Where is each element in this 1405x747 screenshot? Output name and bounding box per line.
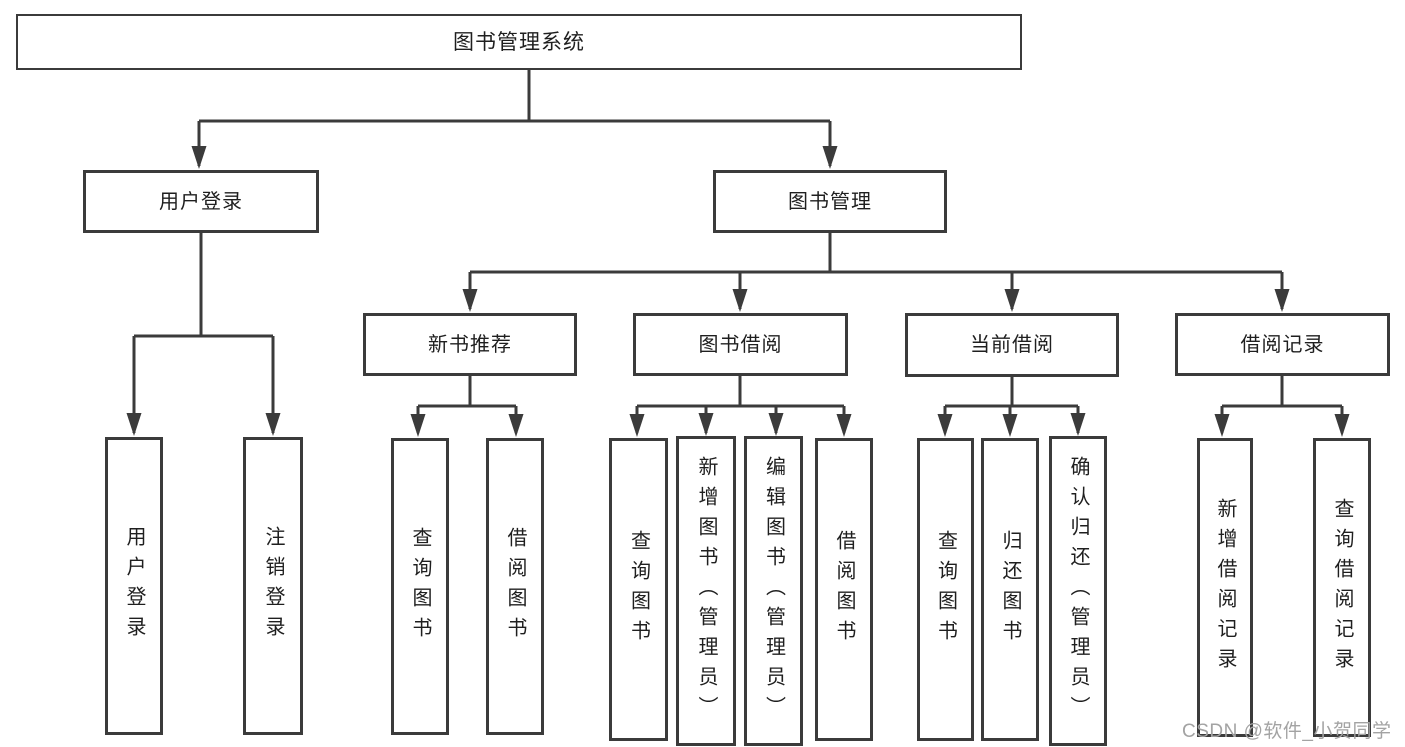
arrow-down-icon: [768, 413, 784, 436]
node-user-login: 用户登录: [83, 170, 319, 233]
leaf-cb-confirm-return-admin: 确认归还（管理员）: [1049, 436, 1107, 746]
arrow-down-icon: [732, 289, 748, 312]
arrow-down-icon: [1274, 289, 1290, 312]
arrowhead-icons: [126, 146, 1350, 437]
arrow-down-icon: [265, 413, 281, 436]
leaf-nbr-query-book: 查询图书: [391, 438, 449, 735]
leaf-bb-query-book: 查询图书: [609, 438, 668, 741]
leaf-br-add-record: 新增借阅记录: [1197, 438, 1253, 737]
arrow-down-icon: [1002, 414, 1018, 437]
connector-paths: [132, 70, 1344, 433]
arrow-down-icon: [1334, 414, 1350, 437]
arrow-down-icon: [410, 414, 426, 437]
node-current-borrow: 当前借阅: [905, 313, 1119, 377]
leaf-bb-add-book-admin: 新增图书（管理员）: [676, 436, 736, 746]
node-borrow-record: 借阅记录: [1175, 313, 1390, 376]
leaf-cb-return-book: 归还图书: [981, 438, 1039, 741]
leaf-cb-query-book: 查询图书: [917, 438, 974, 741]
arrow-down-icon: [1004, 289, 1020, 312]
arrow-down-icon: [836, 414, 852, 437]
leaf-bb-borrow-book: 借阅图书: [815, 438, 873, 741]
leaf-nbr-borrow-book: 借阅图书: [486, 438, 544, 735]
node-root-system: 图书管理系统: [16, 14, 1022, 70]
arrow-down-icon: [937, 414, 953, 437]
arrow-down-icon: [126, 413, 142, 436]
arrow-down-icon: [822, 146, 838, 169]
leaf-bb-edit-book-admin: 编辑图书（管理员）: [744, 436, 803, 746]
arrow-down-icon: [698, 413, 714, 436]
node-book-management: 图书管理: [713, 170, 947, 233]
leaf-br-query-record: 查询借阅记录: [1313, 438, 1371, 737]
node-new-book-recommend: 新书推荐: [363, 313, 577, 376]
csdn-watermark: CSDN @软件_小贺同学: [1182, 721, 1392, 742]
node-book-borrow: 图书借阅: [633, 313, 848, 376]
leaf-logout: 注销登录: [243, 437, 303, 735]
leaf-user-login: 用户登录: [105, 437, 163, 735]
arrow-down-icon: [1214, 414, 1230, 437]
arrow-down-icon: [462, 289, 478, 312]
arrow-down-icon: [508, 414, 524, 437]
arrow-down-icon: [1070, 413, 1086, 436]
arrow-down-icon: [191, 146, 207, 169]
arrow-down-icon: [629, 414, 645, 437]
